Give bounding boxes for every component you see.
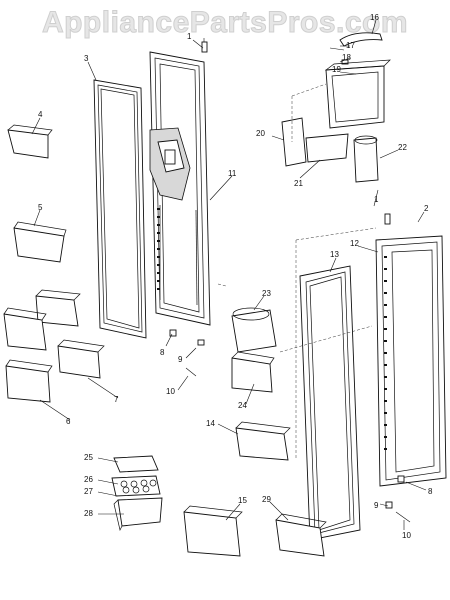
dispenser-housing	[324, 59, 391, 129]
alignment-dashes	[217, 83, 377, 460]
fresh-food-door-rail-holes	[384, 256, 387, 450]
ice-tray	[111, 475, 161, 497]
callout-11: 11	[228, 169, 237, 178]
watermark-logo: AppliancePartsPros.com	[41, 6, 409, 40]
fresh-food-bin-23	[231, 307, 277, 353]
fresh-food-bin-14	[235, 421, 291, 461]
callout-10-left: 10	[166, 387, 175, 396]
callout-9-left: 9	[178, 355, 183, 364]
callout-19: 19	[332, 65, 341, 74]
freezer-shelf-small	[35, 289, 81, 327]
dispenser-door-20	[281, 117, 307, 167]
callout-8-left: 8	[160, 348, 165, 357]
fresh-food-bin-15	[183, 505, 243, 557]
ice-bin	[113, 497, 163, 532]
callout-10-right: 10	[402, 531, 411, 540]
callout-25: 25	[84, 453, 93, 462]
callout-7: 7	[114, 395, 119, 404]
callout-labels: 1 3 4 5 11 7 6 8 9 10 16 17 18 19 20 21 …	[38, 13, 433, 540]
callout-23: 23	[262, 289, 271, 298]
callout-20: 20	[256, 129, 265, 138]
dispenser-top-handle	[339, 32, 383, 47]
callout-18: 18	[342, 53, 351, 62]
callout-5: 5	[38, 203, 43, 212]
fresh-food-bin-29	[275, 513, 327, 557]
callout-6: 6	[66, 417, 71, 426]
leader-lines	[31, 19, 427, 530]
freezer-bin-5	[13, 221, 67, 263]
freezer-bin-6	[5, 359, 53, 403]
callout-24: 24	[238, 401, 247, 410]
ice-tray-lid	[113, 455, 159, 473]
callout-8-right: 8	[428, 487, 433, 496]
callout-1-right: 1	[374, 195, 379, 204]
top-hinge-screw	[201, 38, 208, 53]
dispenser-cover-21	[305, 133, 349, 163]
callout-2: 2	[424, 204, 429, 213]
callout-12: 12	[350, 239, 359, 248]
callout-22: 22	[398, 143, 407, 152]
freezer-bin-large	[3, 307, 47, 351]
callout-17: 17	[346, 41, 355, 50]
callout-15: 15	[238, 496, 247, 505]
callout-4: 4	[38, 110, 43, 119]
freezer-bin-4	[7, 124, 53, 159]
callout-3: 3	[84, 54, 89, 63]
callout-28: 28	[84, 509, 93, 518]
hinge-bushings	[169, 329, 411, 523]
freezer-door-gasket	[93, 79, 147, 339]
freezer-door-panel	[149, 51, 211, 326]
freezer-door-rail-holes	[157, 208, 160, 290]
callout-9-right: 9	[374, 501, 379, 510]
fresh-food-door-gasket	[299, 265, 361, 541]
freezer-bin-7	[57, 339, 105, 379]
callout-26: 26	[84, 475, 93, 484]
callout-13: 13	[330, 250, 339, 259]
callout-16: 16	[370, 13, 379, 22]
dispenser-cover-22	[353, 135, 379, 183]
callout-21: 21	[294, 179, 303, 188]
callout-29: 29	[262, 495, 271, 504]
callout-27: 27	[84, 487, 93, 496]
callout-1: 1	[187, 32, 192, 41]
callout-14: 14	[206, 419, 215, 428]
right-hinge-screw	[384, 213, 391, 225]
fresh-food-bin-24	[231, 351, 275, 393]
